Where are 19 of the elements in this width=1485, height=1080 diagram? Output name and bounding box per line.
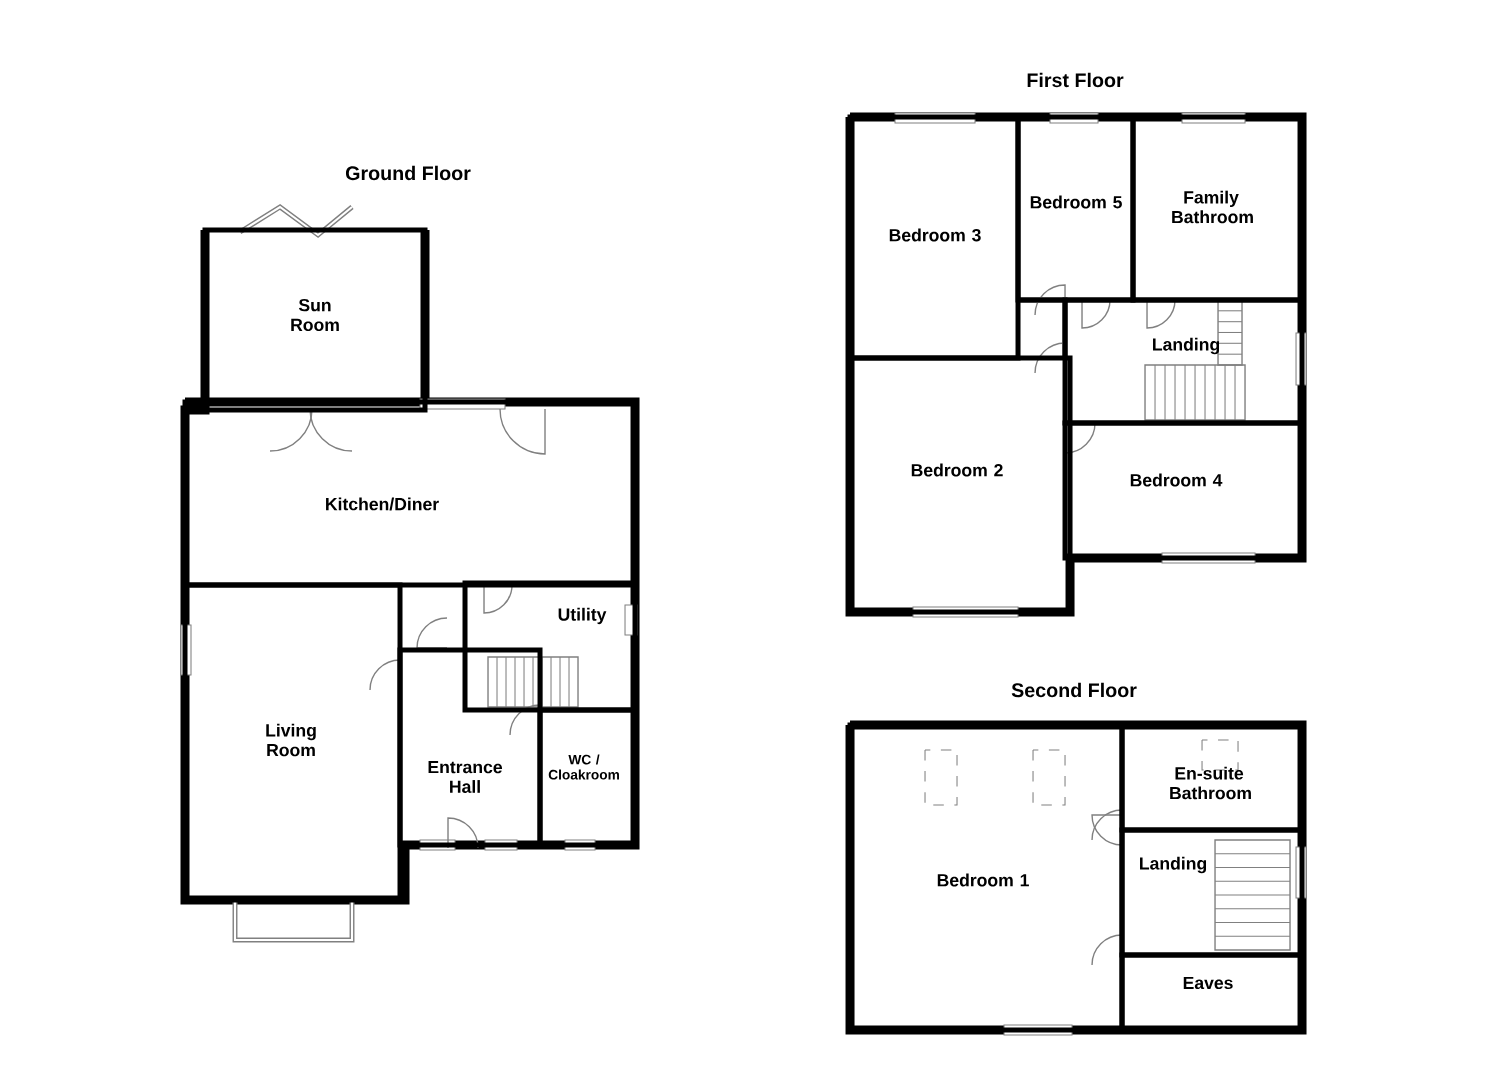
room: Landing: [1062, 297, 1305, 426]
floor-heading: Second Floor: [1011, 682, 1137, 698]
room: Kitchen/Diner: [182, 399, 638, 588]
room: Bedroom 4: [1062, 420, 1305, 561]
room: Bedroom 2: [847, 355, 1073, 615]
room: Living Room: [182, 582, 403, 903]
room: Eaves: [1119, 952, 1305, 1033]
room: En-suite Bathroom: [1119, 722, 1305, 833]
floor-heading: First Floor: [1027, 72, 1124, 88]
room: Sun Room: [202, 227, 428, 413]
floor-heading: Ground Floor: [346, 165, 471, 181]
room: Landing: [1119, 827, 1305, 958]
room: Bedroom 1: [847, 722, 1125, 1033]
room: Bedroom 3: [847, 114, 1021, 361]
room: Family Bathroom: [1130, 114, 1305, 303]
room: Bedroom 5: [1015, 114, 1136, 303]
room: Utility: [462, 580, 638, 713]
room: WC / Cloakroom: [537, 707, 638, 848]
room: Entrance Hall: [397, 647, 543, 848]
